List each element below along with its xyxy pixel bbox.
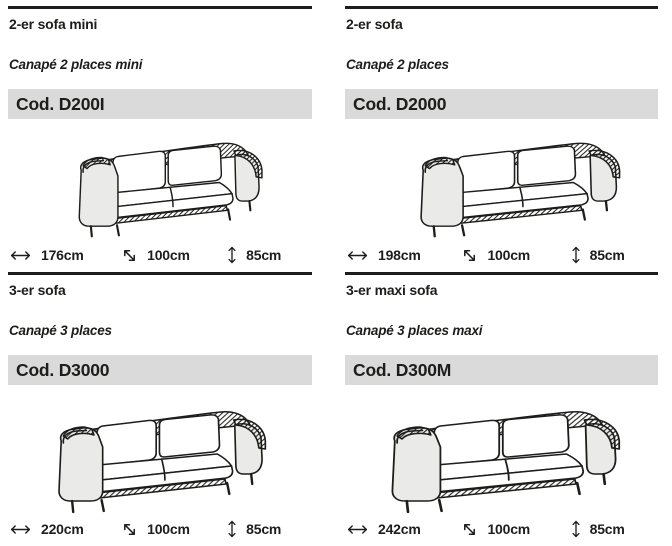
product-code: Cod. D2000 <box>353 93 447 114</box>
product-subtitle: Canapé 2 places <box>346 57 449 73</box>
product-subtitle: Canapé 3 places maxi <box>346 323 483 339</box>
sofa-line-drawing <box>78 142 264 238</box>
product-cell-3er-maxi-sofa: 3-er maxi sofa Canapé 3 places maxi Cod.… <box>345 272 658 546</box>
sofa-drawing-area <box>8 385 312 519</box>
dimension-value: 100cm <box>147 247 190 263</box>
product-subtitle: Canapé 3 places <box>9 323 112 339</box>
dimension-width: 198cm <box>346 247 461 263</box>
depth-arrow-icon <box>464 249 476 261</box>
product-subtitle: Canapé 2 places mini <box>9 57 143 73</box>
dimension-height: 85cm <box>227 245 312 265</box>
height-arrow-icon <box>228 520 236 538</box>
dimension-value: 85cm <box>246 521 282 537</box>
product-code: Cod. D3000 <box>16 359 110 380</box>
dimension-value: 176cm <box>41 247 84 263</box>
depth-arrow-icon <box>124 523 136 535</box>
product-code-bar: Cod. D200I <box>8 89 312 120</box>
width-arrow-icon <box>347 524 368 534</box>
dimension-value: 100cm <box>487 247 531 263</box>
product-cell-2er-sofa-mini: 2-er sofa mini Canapé 2 places mini Cod.… <box>8 6 312 272</box>
depth-arrow-icon <box>464 523 476 535</box>
height-arrow-icon <box>572 520 580 538</box>
product-code-bar: Cod. D300M <box>345 355 658 386</box>
dimension-height: 85cm <box>227 519 312 539</box>
product-code-bar: Cod. D3000 <box>8 355 312 386</box>
sofa-line-drawing <box>391 410 621 514</box>
dimension-value: 198cm <box>378 247 421 263</box>
width-arrow-icon <box>10 524 31 534</box>
sofa-drawing-area <box>345 385 658 519</box>
dimension-value: 220cm <box>41 521 84 537</box>
dimensions-row: 242cm 100cm 85cm <box>345 519 658 546</box>
dimensions-row: 176cm 100cm 85cm <box>8 245 312 272</box>
dimension-depth: 100cm <box>121 247 227 264</box>
width-arrow-icon <box>347 250 368 260</box>
dimension-depth: 100cm <box>121 521 227 538</box>
dimension-value: 85cm <box>589 247 625 263</box>
dimension-depth: 100cm <box>461 247 570 264</box>
product-title: 3-er sofa <box>9 282 66 298</box>
product-title: 2-er sofa mini <box>9 16 98 32</box>
product-cell-3er-sofa: 3-er sofa Canapé 3 places Cod. D3000 220… <box>8 272 312 546</box>
sofa-line-drawing <box>419 142 621 238</box>
product-code: Cod. D200I <box>16 93 105 114</box>
dimension-height: 85cm <box>571 519 658 539</box>
dimensions-row: 220cm 100cm 85cm <box>8 519 312 546</box>
dimension-depth: 100cm <box>461 521 570 538</box>
dimension-value: 242cm <box>378 521 421 537</box>
depth-arrow-icon <box>124 249 136 261</box>
sofa-drawing-area <box>8 119 312 245</box>
dimension-value: 85cm <box>589 521 625 537</box>
product-title: 3-er maxi sofa <box>346 282 438 298</box>
product-cell-2er-sofa: 2-er sofa Canapé 2 places Cod. D2000 198… <box>345 6 658 272</box>
height-arrow-icon <box>228 246 236 264</box>
product-title: 2-er sofa <box>346 16 403 32</box>
product-code-bar: Cod. D2000 <box>345 89 658 120</box>
dimension-value: 100cm <box>487 521 531 537</box>
dimension-width: 220cm <box>9 521 121 537</box>
dimension-width: 242cm <box>346 521 461 537</box>
dimension-value: 100cm <box>147 521 190 537</box>
dimensions-row: 198cm 100cm 85cm <box>345 245 658 272</box>
sofa-drawing-area <box>345 119 658 245</box>
width-arrow-icon <box>10 250 31 260</box>
dimension-value: 85cm <box>246 247 282 263</box>
product-code: Cod. D300M <box>353 359 452 380</box>
height-arrow-icon <box>572 246 580 264</box>
sofa-line-drawing <box>57 410 267 514</box>
dimension-height: 85cm <box>571 245 658 265</box>
dimension-width: 176cm <box>9 247 121 263</box>
